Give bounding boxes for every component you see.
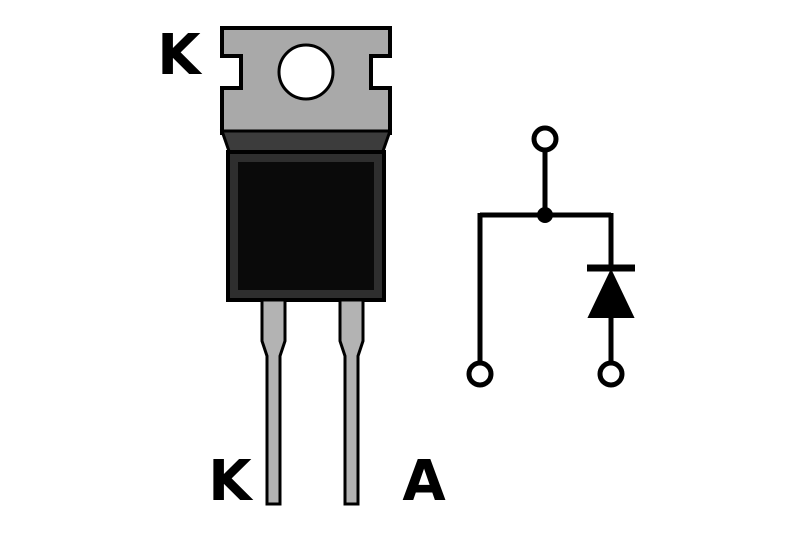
terminal-bottom-left-icon <box>466 360 494 388</box>
terminal-top-icon <box>531 125 559 153</box>
terminal-bottom-right-icon <box>597 360 625 388</box>
tab-label: K <box>157 23 203 88</box>
diode-triangle-icon <box>587 268 635 318</box>
to220-package-icon <box>219 26 393 506</box>
package-body <box>238 162 374 290</box>
left-pin-label: K <box>208 449 254 514</box>
right-pin-label: A <box>402 449 446 514</box>
left-lead <box>260 298 287 506</box>
diode-schematic-icon <box>466 125 635 388</box>
right-lead <box>338 298 365 506</box>
mounting-hole-icon <box>277 43 335 101</box>
